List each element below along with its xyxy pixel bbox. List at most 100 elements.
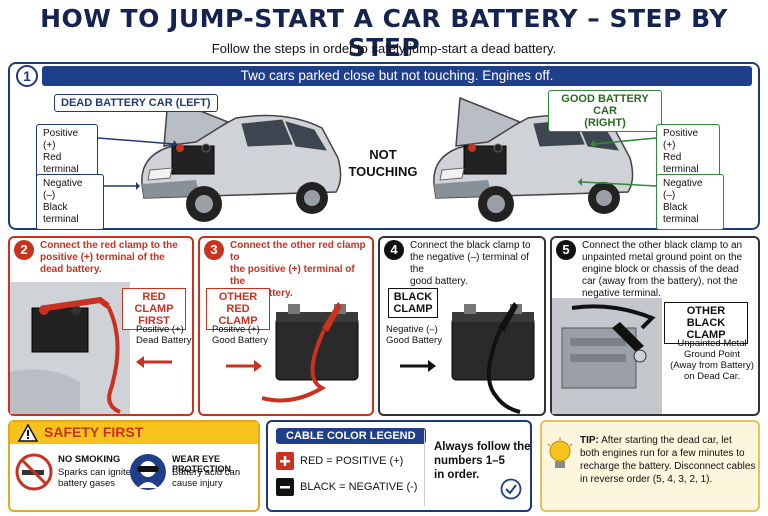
target-line: Good Battery	[212, 335, 268, 346]
step-3-text-line: the positive (+) terminal of the	[230, 264, 355, 287]
step-4-arrow	[400, 360, 436, 372]
step-5-text-line: unpainted metal ground point on the	[582, 252, 743, 263]
legend-divider	[424, 430, 425, 506]
target-line: (Away from Battery)	[670, 360, 754, 371]
step-4-battery-illustration	[451, 302, 535, 414]
target-line: Ground Point	[684, 349, 740, 360]
not-touching-note: NOT TOUCHING	[348, 146, 418, 180]
safety-line: Battery acid can	[172, 467, 241, 478]
positive-label-text: Positive (+)	[43, 128, 79, 151]
step-5-target: Unpainted Metal Ground Point (Away from …	[666, 338, 758, 382]
no-smoking-icon	[15, 453, 53, 491]
step-5-text: Connect the other black clamp to an unpa…	[582, 240, 758, 300]
tip-text: TIP: After starting the dead car, let bo…	[580, 434, 756, 486]
dead-battery-car-tag: DEAD BATTERY CAR (LEFT)	[54, 94, 218, 112]
eye-protection-icon	[130, 454, 166, 490]
checkmark-icon	[500, 478, 522, 500]
step-2-number: 2	[14, 240, 34, 260]
safety-line: battery gases	[58, 478, 116, 489]
good-positive-pointer	[590, 137, 656, 147]
step-3-target: Positive (+) Good Battery	[212, 324, 272, 346]
step-1-number: 1	[16, 65, 38, 87]
positive-label-text: Positive (+)	[663, 128, 699, 151]
step-3-arrow	[226, 360, 262, 372]
step-5-number: 5	[556, 240, 576, 260]
legend-black: BLACK = NEGATIVE (-)	[300, 481, 418, 493]
warning-icon	[18, 424, 38, 442]
step-1-banner: Two cars parked close but not touching. …	[42, 66, 752, 86]
clamp-line: OTHER BLACK	[686, 305, 726, 329]
good-car-tag-line1: GOOD BATTERY CAR	[561, 93, 649, 117]
eye-protection-text: Battery acid can cause injury	[172, 467, 240, 489]
step-2-text: Connect the red clamp to the positive (+…	[40, 240, 190, 276]
step-2-arrow	[136, 356, 172, 368]
clamp-line: CLAMP	[686, 329, 726, 341]
target-line: Negative (–)	[386, 324, 438, 335]
target-line: Dead Battery	[136, 335, 192, 346]
positive-sub-text: Red terminal	[43, 152, 79, 175]
no-smoking-title: NO SMOKING	[58, 454, 121, 465]
not-touching-line2: TOUCHING	[348, 164, 418, 179]
lightbulb-icon	[547, 437, 573, 468]
legend-note-line: Always follow the	[434, 441, 531, 453]
safety-line: Sparks can ignite	[58, 467, 131, 478]
not-touching-line1: NOT	[369, 147, 397, 162]
step-2-text-line: Connect the red clamp to the	[40, 240, 178, 251]
tip-text-line: in reverse order (5, 4, 3, 2, 1).	[580, 474, 713, 485]
dead-positive-pointer	[98, 137, 178, 147]
legend-note-line: in order.	[434, 469, 480, 481]
negative-label-text: Negative (–)	[43, 178, 83, 201]
step-4-number: 4	[384, 240, 404, 260]
dead-negative-pointer	[104, 182, 140, 190]
clamp-line: RED CLAMP	[134, 291, 174, 315]
page-subtitle: Follow the steps in order to safely jump…	[211, 41, 557, 56]
good-car-negative-label: Negative (–) Black terminal	[656, 174, 724, 230]
target-line: Good Battery	[386, 335, 442, 346]
dead-car-positive-label: Positive (+) Red terminal	[36, 124, 98, 180]
step-5-engine-block-illustration	[552, 298, 662, 414]
step-3-clamp-label: OTHER RED CLAMP	[206, 288, 270, 330]
step-4-text-line: Connect the black clamp to	[410, 240, 531, 251]
legend-note: Always follow the numbers 1–5 in order.	[434, 440, 531, 482]
negative-sub-text: Black terminal	[663, 202, 699, 225]
tip-text-line: recharge the battery. Disconnect cables	[580, 461, 756, 472]
negative-label-text: Negative (–)	[663, 178, 703, 201]
step-5-text-line: car (away from the battery), not the	[582, 276, 738, 287]
step-2-clamp-label: RED CLAMP FIRST	[122, 288, 186, 330]
legend-red: RED = POSITIVE (+)	[300, 455, 404, 467]
step-4-clamp-label: BLACK CLAMP	[388, 288, 438, 318]
clamp-line: FIRST	[138, 315, 170, 327]
step-5-text-line: negative terminal.	[582, 288, 661, 299]
tip-panel	[540, 420, 760, 512]
target-line: on Dead Car.	[684, 371, 740, 382]
step-4-text: Connect the black clamp to the negative …	[410, 240, 544, 288]
safety-line: cause injury	[172, 478, 223, 489]
step-5-text-line: Connect the other black clamp to an	[582, 240, 743, 251]
clamp-line: OTHER	[218, 291, 258, 303]
eye-protection-title: WEAR EYE PROTECTION	[172, 454, 232, 474]
dead-car-negative-label: Negative (–) Black terminal	[36, 174, 104, 230]
safety-heading: SAFETY FIRST	[44, 424, 144, 440]
step-2-text-line: positive (+) terminal of the	[40, 252, 165, 263]
dead-battery-car-illustration	[141, 96, 342, 222]
tip-text-line: After starting the dead car, let	[601, 435, 732, 446]
good-negative-pointer	[578, 178, 656, 187]
target-line: Positive (+)	[136, 324, 184, 335]
clamp-line: RED CLAMP	[218, 303, 258, 327]
safety-header-bar	[10, 422, 258, 444]
positive-sub-text: Red terminal	[663, 152, 699, 175]
no-smoking-text: Sparks can ignite battery gases	[58, 467, 131, 489]
step-3-battery-illustration	[262, 302, 359, 403]
target-line: Positive (+)	[212, 324, 260, 335]
good-car-tag-line2: (RIGHT)	[584, 117, 626, 129]
step-4-text-line: the negative (–) terminal of the	[410, 252, 529, 275]
step-2-text-line: dead battery.	[40, 264, 102, 275]
step-5-clamp-label: OTHER BLACK CLAMP	[664, 302, 748, 344]
step-2-engine-illustration	[10, 282, 130, 414]
legend-note-line: numbers 1–5	[434, 455, 505, 467]
step-3-text-line: Connect the other red clamp to	[230, 240, 366, 263]
step-4-target: Negative (–) Good Battery	[386, 324, 450, 346]
minus-icon	[276, 478, 294, 496]
clamp-line: BLACK	[393, 291, 433, 303]
step-4-text-line: good battery.	[410, 276, 468, 287]
